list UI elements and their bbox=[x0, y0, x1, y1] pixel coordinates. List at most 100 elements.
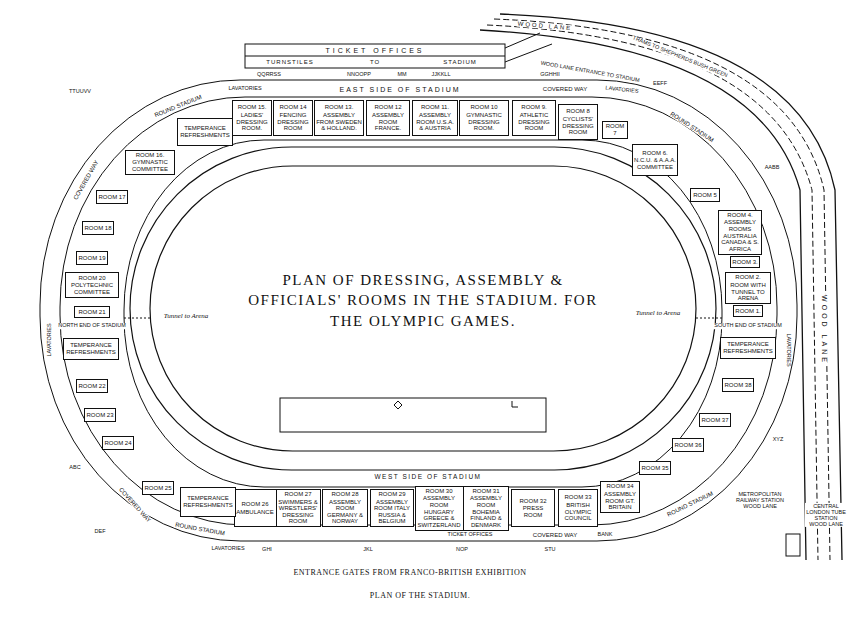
plan-label: LAVATORIES bbox=[210, 546, 245, 552]
plan-label: ENTRANCE GATES FROM FRANCO-BRITISH EXHIB… bbox=[292, 569, 527, 577]
room-box: ROOM 24 bbox=[102, 436, 134, 450]
room-number: ROOM 16. bbox=[127, 152, 173, 159]
plan-label: TTUUVV bbox=[68, 89, 92, 95]
room-number: ROOM 2. bbox=[727, 274, 769, 281]
room-label: CYCLISTS' DRESSING ROOM bbox=[560, 116, 596, 136]
room-label: ASSEMBLY ROOM ITALY RUSSIA & BELGIUM bbox=[372, 499, 412, 525]
room-label: ROOM 19 bbox=[78, 255, 106, 262]
room-box: ROOM 21 bbox=[74, 306, 110, 318]
plan-label: STADIUM bbox=[442, 59, 478, 65]
turnstile-divider bbox=[245, 56, 505, 57]
room-number: ROOM 8 bbox=[560, 108, 596, 115]
room-label: GYMNASTIC DRESSING ROOM. bbox=[461, 112, 507, 132]
plan-label: EEFF bbox=[652, 81, 668, 87]
room-box: ROOM 17 bbox=[96, 190, 128, 204]
room-box: ROOM 16.GYMNASTIC COMMITTEE bbox=[125, 150, 175, 175]
room-number: ROOM 31 bbox=[465, 488, 507, 495]
ticket-office-building bbox=[245, 44, 505, 68]
plan-label: CENTRAL LONDON TUBE STATION WOOD LANE bbox=[805, 503, 847, 527]
room-box: ROOM 9.ATHLETIC DRESSING ROOM bbox=[512, 100, 556, 136]
plan-label: BANK bbox=[597, 532, 614, 538]
room-box: TEMPERANCE REFRESHMENTS bbox=[63, 338, 119, 360]
plan-label: LAVATORIES bbox=[604, 85, 640, 94]
room-box: ROOM 19 bbox=[76, 251, 108, 265]
plan-label: JKL bbox=[362, 547, 373, 553]
room-box: ROOM 7 bbox=[602, 121, 628, 139]
inner-covered-way-line bbox=[60, 97, 777, 525]
room-box: ROOM 18 bbox=[82, 221, 114, 235]
room-box: ROOM 35 bbox=[639, 461, 671, 475]
plan-label: WOOD LANE bbox=[517, 21, 574, 32]
room-number: ROOM 33 bbox=[560, 494, 596, 501]
figure-caption: PLAN OF THE STADIUM. bbox=[370, 591, 470, 600]
plan-label: ROUND STADIUM bbox=[153, 93, 204, 118]
room-label: ROOM 5 bbox=[692, 192, 718, 199]
room-label: ASSEMBLY FROM SWEDEN & HOLLAND. bbox=[316, 112, 362, 132]
room-number: ROOM 32 bbox=[513, 498, 553, 505]
room-number: ROOM 9. bbox=[514, 104, 554, 111]
room-label: ROOM 22 bbox=[78, 383, 106, 390]
room-label: ROOM 3. bbox=[732, 259, 758, 266]
plan-label: QQRRSS bbox=[256, 72, 282, 78]
room-label: FENCING DRESSING ROOM bbox=[275, 112, 311, 132]
plan-label: MM bbox=[396, 72, 407, 78]
plan-label: GGHHII bbox=[539, 72, 561, 78]
room-box: ROOM 1. bbox=[733, 305, 763, 317]
room-label: SWIMMERS & WRESTLERS' DRESSING ROOM bbox=[277, 499, 319, 525]
room-box: ROOM 27SWIMMERS & WRESTLERS' DRESSING RO… bbox=[275, 489, 321, 527]
room-label: ATHLETIC DRESSING ROOM bbox=[514, 112, 554, 132]
room-box: ROOM 32PRESS ROOM bbox=[511, 489, 555, 527]
plan-label: ABC bbox=[68, 465, 81, 471]
room-label: LADIES' DRESSING ROOM. bbox=[234, 112, 270, 132]
room-label: TEMPERANCE REFRESHMENTS bbox=[182, 495, 234, 508]
room-box: ROOM 29ASSEMBLY ROOM ITALY RUSSIA & BELG… bbox=[370, 489, 414, 527]
room-label: POLYTECHNIC COMMITTEE bbox=[67, 282, 117, 295]
room-label: TEMPERANCE REFRESHMENTS bbox=[722, 341, 774, 354]
room-box: ROOM 25 bbox=[142, 481, 174, 495]
room-label: ROOM 25 bbox=[144, 485, 172, 492]
room-box: ROOM 2.ROOM WITH TUNNEL TO ARENA bbox=[725, 272, 771, 304]
room-number: ROOM 20 bbox=[67, 275, 117, 282]
room-box: ROOM 20POLYTECHNIC COMMITTEE bbox=[65, 272, 119, 298]
plan-label: METROPOLITAN RAILWAY STATION WOOD LANE bbox=[733, 491, 787, 509]
room-label: GYMNASTIC COMMITTEE bbox=[127, 159, 173, 172]
room-label: ROOM 23 bbox=[86, 412, 114, 419]
room-number: ROOM 10 bbox=[461, 104, 507, 111]
plan-label: XYZ bbox=[772, 437, 785, 443]
plan-label: GHI bbox=[261, 547, 273, 553]
room-box: ROOM 23 bbox=[84, 408, 116, 422]
plan-label: COVERED WAY bbox=[532, 532, 578, 538]
tram-line bbox=[494, 19, 830, 560]
room-label: ROOM 36 bbox=[674, 442, 702, 449]
room-box: TEMPERANCE REFRESHMENTS bbox=[720, 337, 776, 359]
plan-label: ROUND STADIUM bbox=[174, 522, 226, 537]
room-number: ROOM 28 bbox=[324, 491, 366, 498]
room-label: ROOM WITH TUNNEL TO ARENA bbox=[727, 282, 769, 302]
room-box: ROOM 31ASSEMBLY ROOM BOHEMIA FINLAND & D… bbox=[463, 486, 509, 531]
room-box: ROOM 37 bbox=[699, 413, 731, 427]
plan-label: NOP bbox=[455, 547, 469, 553]
room-number: ROOM 11. bbox=[414, 104, 456, 111]
room-number: ROOM 30 bbox=[417, 488, 462, 495]
room-box: ROOM 11.ASSEMBLY ROOM U.S.A. & AUSTRIA bbox=[412, 100, 458, 136]
plan-label: TICKET OFFICES bbox=[447, 532, 494, 538]
room-box: ROOM 12ASSEMBLY ROOM FRANCE. bbox=[366, 100, 410, 136]
plan-label: WOOD LANE bbox=[821, 294, 828, 366]
room-number: ROOM 12 bbox=[368, 104, 408, 111]
plan-label: WEST SIDE OF STADIUM bbox=[373, 474, 482, 481]
room-label: TEMPERANCE REFRESHMENTS bbox=[179, 125, 231, 138]
room-box: ROOM 22 bbox=[76, 379, 108, 393]
room-label: ROOM 35 bbox=[641, 465, 669, 472]
room-label: ROOM 38 bbox=[724, 382, 752, 389]
plan-label: ROUND STADIUM bbox=[668, 110, 715, 143]
room-number: ROOM 26 bbox=[236, 501, 275, 508]
plan-title: PLAN OF DRESSING, ASSEMBLY & OFFICIALS' … bbox=[233, 270, 613, 331]
room-label: AMBULANCE bbox=[236, 509, 275, 516]
room-number: ROOM 27 bbox=[277, 491, 319, 498]
room-label: ASSEMBLY ROOM HUNGARY GREECE & SWITZERLA… bbox=[417, 495, 462, 528]
room-label: ASSEMBLY ROOM BOHEMIA FINLAND & DENMARK bbox=[465, 495, 507, 528]
room-label: PRESS ROOM bbox=[513, 505, 553, 518]
plan-label: COVERED WAY bbox=[542, 86, 588, 92]
plan-label: TURNSTILES bbox=[265, 59, 314, 65]
room-number: ROOM 14 bbox=[275, 104, 311, 111]
